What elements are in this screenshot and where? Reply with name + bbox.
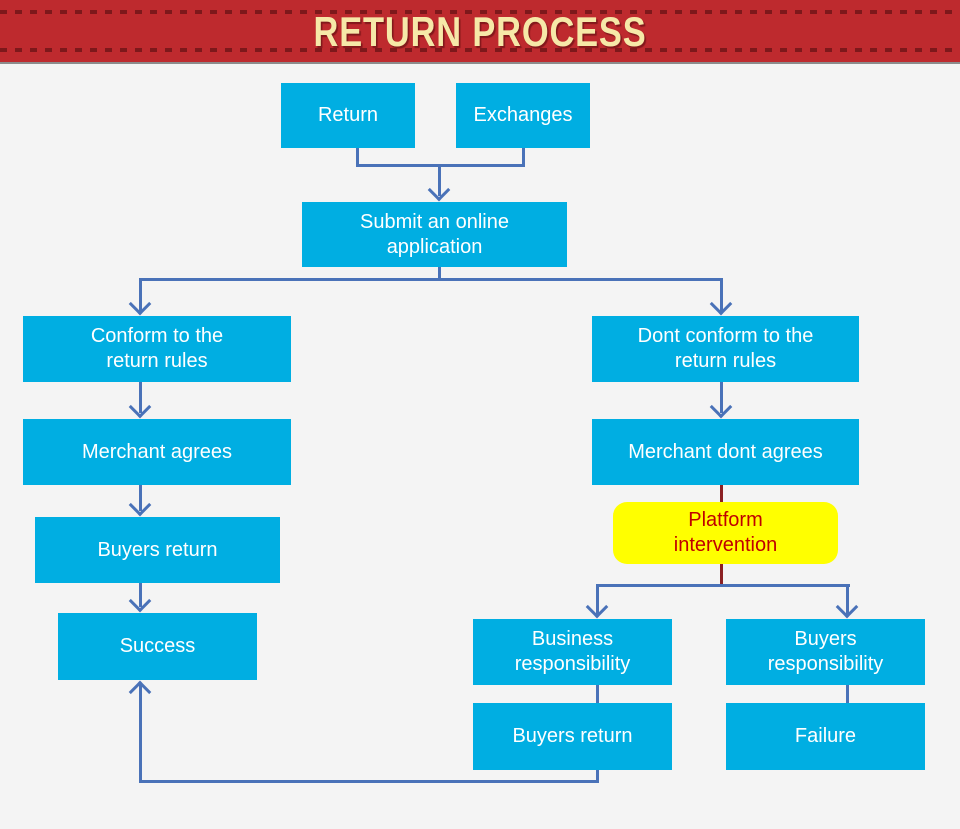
arrowhead-into-conform [128, 292, 152, 316]
node-failure: Failure [726, 703, 925, 770]
node-submit-application: Submit an online application [302, 202, 567, 267]
node-success: Success [58, 613, 257, 680]
node-buyers-return-bottom: Buyers return [473, 703, 672, 770]
arrowhead-into-buyers-return-left [128, 493, 152, 517]
edge-loop-up [139, 684, 142, 783]
banner-dashed-line-bottom [0, 48, 960, 52]
node-platform-intervention-label: Platform intervention [673, 509, 778, 556]
edge-business-resp-to-buyers-return [596, 685, 599, 703]
node-merchant-agrees: Merchant agrees [23, 419, 291, 485]
arrowhead-into-merchant-dont [709, 395, 733, 419]
node-failure-label: Failure [794, 725, 857, 747]
node-merchant-dont-agrees-label: Merchant dont agrees [628, 440, 823, 463]
edge-conform-to-merchant-agrees [139, 382, 142, 413]
edge-split-right-down [720, 278, 723, 312]
page-title: RETURN PROCESS [313, 8, 647, 55]
title-banner: RETURN PROCESS [0, 0, 960, 62]
arrowhead-into-dont-conform [709, 292, 733, 316]
edge-split-left-down [139, 278, 142, 312]
arrowhead-into-buyers-resp [835, 595, 859, 619]
edge-submit-down [438, 267, 441, 281]
node-success-label: Success [119, 635, 196, 657]
node-platform-intervention: Platform intervention [613, 502, 838, 564]
node-buyers-return-bottom-label: Buyers return [512, 725, 633, 747]
node-return: Return [281, 83, 415, 148]
edge-merchant-agrees-to-buyers-return [139, 485, 142, 511]
node-buyers-return-left-label: Buyers return [97, 538, 218, 561]
edge-platform-split-right [846, 584, 849, 614]
node-conform-rules: Conform to the return rules [23, 316, 291, 382]
arrowhead-into-merchant-agrees [128, 395, 152, 419]
node-dont-conform-rules-label: Dont conform to the return rules [637, 325, 814, 372]
node-exchanges-label: Exchanges [473, 104, 573, 126]
arrowhead-into-business-resp [585, 595, 609, 619]
node-buyers-responsibility: Buyers responsibility [726, 619, 925, 685]
node-business-responsibility-label: Business responsibility [514, 628, 631, 675]
edge-loop-down [596, 770, 599, 783]
edge-dont-conform-to-merchant-dont [720, 382, 723, 413]
arrowhead-into-success-top [128, 589, 152, 613]
banner-dashed-line-top [0, 10, 960, 14]
node-buyers-return-left: Buyers return [35, 517, 280, 583]
edge-return-down [356, 148, 359, 167]
banner-shadow-line [0, 62, 960, 64]
edge-split-horizontal [139, 278, 723, 281]
node-return-label: Return [317, 104, 379, 126]
node-merchant-dont-agrees: Merchant dont agrees [592, 419, 859, 485]
edge-merge-to-submit [438, 164, 441, 196]
edge-buyers-resp-to-failure [846, 685, 849, 703]
arrowhead-into-submit [427, 178, 451, 202]
edge-loop-horizontal [139, 780, 599, 783]
node-exchanges: Exchanges [456, 83, 590, 148]
node-submit-application-label: Submit an online application [360, 210, 509, 258]
edge-platform-split-horizontal [596, 584, 850, 587]
node-buyers-responsibility-label: Buyers responsibility [767, 628, 884, 675]
edge-platform-split-left [596, 584, 599, 614]
arrowhead-into-success-bottom [128, 680, 152, 704]
edge-exchanges-down [522, 148, 525, 167]
node-conform-rules-label: Conform to the return rules [90, 325, 224, 372]
node-merchant-agrees-label: Merchant agrees [81, 440, 233, 463]
node-dont-conform-rules: Dont conform to the return rules [592, 316, 859, 382]
edge-buyers-return-to-success [139, 583, 142, 607]
node-business-responsibility: Business responsibility [473, 619, 672, 685]
